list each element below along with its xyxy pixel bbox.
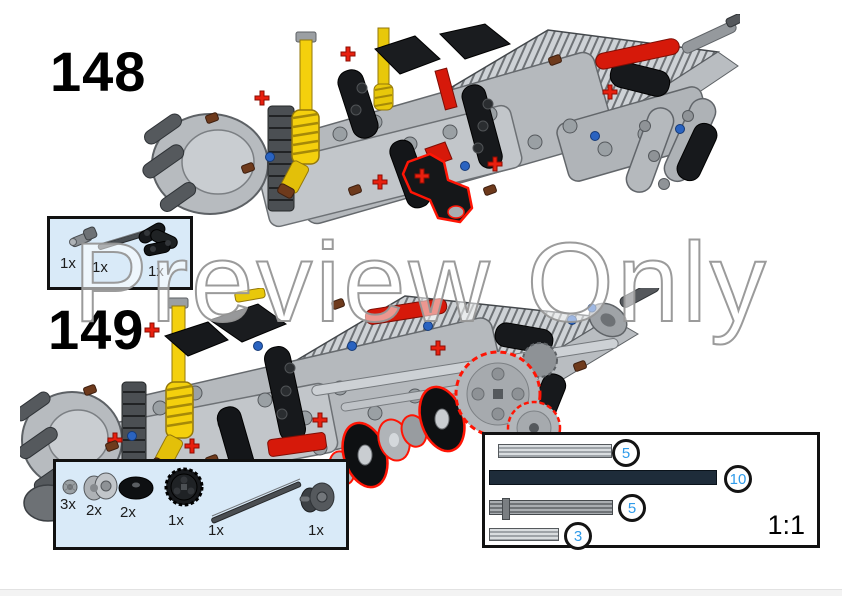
axle-scale-box: 5 10 5 3 1:1	[482, 432, 820, 550]
black-angled-pin-connector-icon	[138, 222, 178, 257]
part-count: 1x	[168, 512, 184, 529]
differential-housing	[142, 105, 295, 215]
top-right-pulley-axle	[587, 288, 660, 338]
axle-10l-bar	[489, 470, 717, 485]
half-bush-icon	[62, 479, 78, 495]
part-count: 1x	[308, 522, 324, 539]
brown-pins	[205, 54, 562, 196]
gear-24-tooth-icon	[164, 467, 204, 507]
part-count: 1x	[60, 255, 76, 272]
step-148-assembly-image	[142, 14, 740, 228]
axle-5l-bar	[498, 444, 612, 458]
axle-length-badge: 10	[724, 465, 752, 493]
axle-stop-flange	[502, 498, 510, 520]
part-count: 1x	[92, 259, 108, 276]
part-count: 1x	[208, 522, 224, 539]
highlighted-bracket	[401, 152, 474, 224]
axle-length-badge: 5	[618, 494, 646, 522]
wheel-with-pin-icon	[299, 482, 335, 513]
black-dish-icon	[118, 476, 154, 500]
axle-5l-stop-bar	[489, 498, 613, 520]
axle-length-badge: 3	[564, 522, 592, 550]
blue-pins	[265, 124, 685, 171]
long-axle-icon	[211, 478, 302, 524]
part-count: 1x	[148, 263, 164, 280]
step-148-parts-icons	[69, 222, 178, 257]
axle-pin-connector-icon	[69, 226, 98, 248]
step-149-number: 149	[48, 298, 145, 361]
step-148-parts-box: 1x 1x 1x	[47, 216, 193, 290]
part-count: 3x	[60, 496, 76, 513]
blue-pins	[127, 315, 577, 441]
axle-length-badge: 5	[612, 439, 640, 467]
top-right-axle	[681, 14, 740, 54]
highlighted-gears	[454, 342, 562, 456]
page-edge-strip	[0, 589, 842, 596]
wedge-belt-wheel-icon	[83, 472, 118, 501]
step-149-parts-box: 3x 2x 2x 1x 1x 1x	[53, 459, 349, 550]
black-beams	[337, 23, 718, 209]
step-148-number: 148	[50, 40, 147, 103]
part-count: 2x	[86, 502, 102, 519]
step-149-parts-icons	[62, 467, 335, 524]
scale-1to1-label: 1:1	[767, 510, 805, 540]
axle-3l-bar	[489, 528, 559, 541]
part-count: 2x	[120, 504, 136, 521]
